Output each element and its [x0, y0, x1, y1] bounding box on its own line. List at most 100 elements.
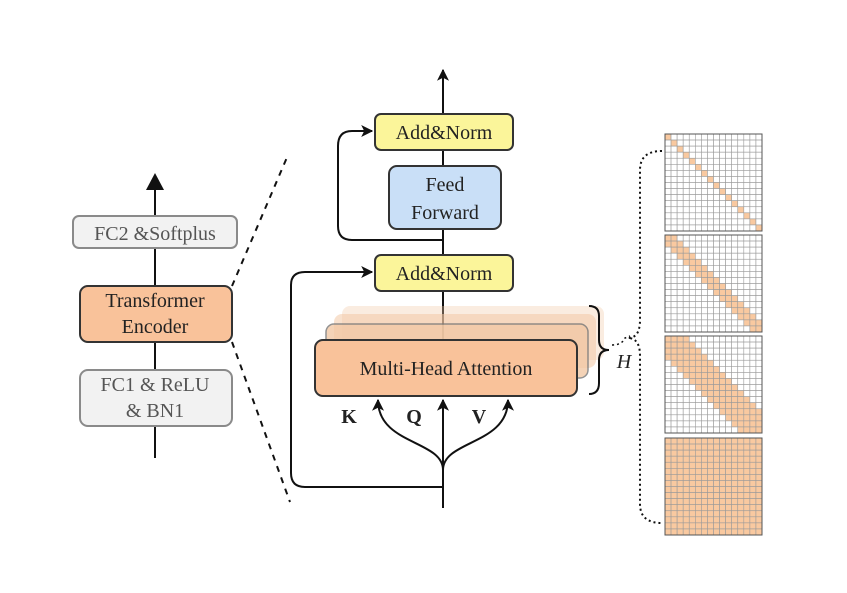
mask-cell — [670, 176, 678, 183]
mask-cell-active — [743, 516, 751, 524]
left-output-arrow — [146, 173, 164, 190]
mask-cell — [670, 372, 678, 379]
mask-cell — [743, 224, 751, 232]
mask-cell-active — [755, 325, 763, 333]
mask-cell-active — [725, 474, 732, 481]
mask-cell-active — [743, 307, 751, 315]
mask-cell — [749, 139, 757, 147]
mask-cell — [737, 188, 745, 195]
mask-cell — [731, 218, 739, 226]
mask-cell — [695, 194, 702, 201]
mask-cell-active — [737, 414, 745, 422]
mask-cell — [731, 378, 739, 385]
mask-cell-active — [755, 492, 763, 499]
mask-cell-active — [676, 366, 684, 373]
mask-cell-active — [670, 474, 678, 481]
fc1-relu-label-line2: & BN1 — [126, 400, 184, 422]
mask-cell-active — [701, 271, 708, 278]
mask-cell — [682, 402, 690, 410]
mask-cell-active — [725, 449, 732, 457]
mask-cell-active — [695, 437, 702, 445]
mask-cell-active — [749, 510, 757, 518]
mask-cell — [731, 258, 739, 266]
mask-cell — [755, 164, 763, 171]
mask-cell-active — [701, 443, 708, 451]
mask-cell-active — [670, 353, 678, 361]
mask-cell-active — [743, 486, 751, 493]
mask-cell-active — [695, 498, 702, 505]
mask-cell — [664, 151, 672, 159]
mask-cell — [725, 307, 732, 315]
mask-cell — [755, 133, 763, 141]
mask-cell — [670, 414, 678, 422]
mask-cell — [682, 139, 690, 147]
mask-cell — [701, 133, 708, 141]
mask-cell — [749, 301, 757, 309]
mask-cell — [707, 265, 714, 272]
add-norm-bottom-label: Add&Norm — [396, 263, 493, 285]
mask-cell-active — [695, 492, 702, 499]
mask-grid-border — [664, 335, 763, 434]
mask-cell-active — [676, 468, 684, 475]
mask-cell — [682, 390, 690, 397]
mask-cell — [701, 224, 708, 232]
mask-cell-active — [701, 170, 708, 177]
feed-forward-label-line1: Feed — [426, 174, 465, 196]
mask-cell-active — [725, 295, 732, 302]
mask-cell-active — [719, 528, 726, 536]
mask-cell-active — [755, 319, 763, 327]
mask-cell — [713, 319, 720, 327]
mask-cell — [707, 188, 714, 195]
mask-cell-active — [676, 504, 684, 512]
mask-cell — [737, 194, 745, 201]
mask-cell-active — [731, 498, 739, 505]
mask-cell — [664, 194, 672, 201]
mask-cell — [713, 224, 720, 232]
mask-cell — [749, 194, 757, 201]
mask-cell — [713, 271, 720, 278]
mask-cell-active — [701, 498, 708, 505]
mask-cell — [701, 206, 708, 214]
mask-cell-active — [701, 486, 708, 493]
mask-cell — [670, 378, 678, 385]
mask-cell — [713, 335, 720, 343]
mask-cell — [670, 319, 678, 327]
transformer-encoder-label-line2: Encoder — [122, 316, 189, 338]
mask-cell-active — [707, 437, 714, 445]
mask-cell-active — [749, 319, 757, 327]
mask-cell — [737, 182, 745, 189]
mask-cell-active — [737, 396, 745, 403]
mask-cell — [755, 271, 763, 278]
mask-cell — [688, 408, 696, 416]
mask-cell-active — [701, 455, 708, 463]
add-norm-top-label: Add&Norm — [396, 122, 493, 144]
mask-cell-active — [719, 402, 726, 410]
mask-cell — [743, 384, 751, 391]
mask-cell-active — [676, 528, 684, 536]
mask-cell — [676, 170, 684, 177]
mask-cell — [688, 151, 696, 159]
mask-cell — [682, 420, 690, 428]
mask-cell — [682, 277, 690, 284]
fc1-relu-label-line1: FC1 & ReLU — [101, 374, 210, 396]
mask-cell — [707, 145, 714, 153]
mask-cell-active — [688, 516, 696, 524]
mask-cell-active — [682, 480, 690, 487]
mask-cell-active — [725, 528, 732, 536]
mask-cell — [713, 265, 720, 272]
mask-cell-active — [719, 468, 726, 475]
mask-cell-active — [682, 474, 690, 481]
mask-cell — [713, 408, 720, 416]
mask-cell — [725, 188, 732, 195]
mask-cell — [695, 176, 702, 183]
v-input-arrow — [442, 398, 514, 471]
mask-cell — [749, 396, 757, 403]
mask-cell-active — [688, 252, 696, 260]
mask-cell — [755, 176, 763, 183]
mask-cell-active — [682, 341, 690, 349]
mask-cell-active — [682, 455, 690, 463]
mask-cell-active — [749, 504, 757, 512]
mask-cell — [707, 133, 714, 141]
mask-cell-active — [731, 528, 739, 536]
feed-forward-box — [388, 165, 502, 230]
